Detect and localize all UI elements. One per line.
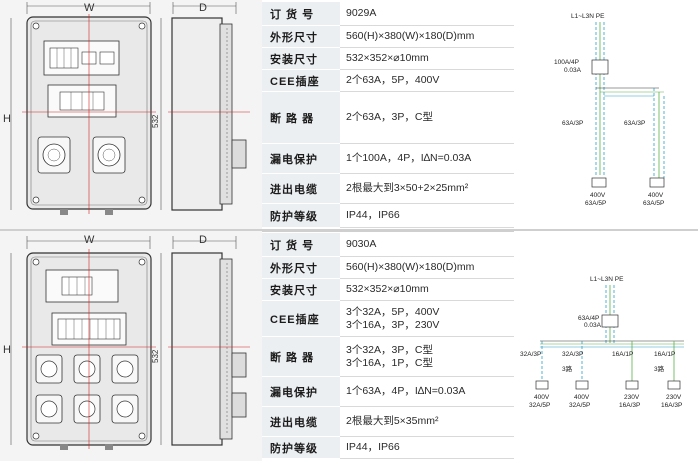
- breaker-label: 32A/3P: [562, 351, 583, 358]
- spec-label: 进出电缆: [262, 407, 340, 437]
- height-label: H: [3, 344, 11, 356]
- spec-row: 安装尺寸 532×352×⌀10mm: [262, 279, 514, 301]
- product-panel-9030a: W H: [0, 231, 698, 461]
- height-label: H: [3, 113, 11, 125]
- spec-label: 安装尺寸: [262, 279, 340, 301]
- spec-value: 560(H)×380(W)×180(D)mm: [340, 26, 514, 48]
- spec-row: 外形尺寸 560(H)×380(W)×180(D)mm: [262, 26, 514, 48]
- spec-row: 进出电缆 2根最大到3×50+2×25mm²: [262, 174, 514, 204]
- spec-label: 外形尺寸: [262, 257, 340, 279]
- spec-label: CEE插座: [262, 301, 340, 337]
- spec-row: 外形尺寸 560(H)×380(W)×180(D)mm: [262, 257, 514, 279]
- wiring-diagram: L1~L3N PE 63A/4P 0.03A 32A/3P 32A/3P 16A…: [514, 231, 698, 461]
- spec-label: 安装尺寸: [262, 48, 340, 70]
- spec-value: 2个63A，3P，C型: [340, 92, 514, 144]
- spec-label: 断 路 器: [262, 92, 340, 144]
- spec-row: 断 路 器 3个32A，3P，C型 3个16A，1P，C型: [262, 337, 514, 377]
- spec-value: IP44，IP66: [340, 204, 514, 228]
- output-rating: 63A/5P: [643, 200, 664, 207]
- technical-drawings: W H: [0, 231, 262, 461]
- spec-label: 订 货 号: [262, 2, 340, 26]
- spec-value: 532×352×⌀10mm: [340, 48, 514, 70]
- panel-divider: [0, 229, 698, 232]
- breaker-label: 63A/3P: [562, 120, 583, 127]
- group-note: 3路: [562, 364, 573, 373]
- enclosure-drawing: W H: [3, 2, 250, 215]
- output-rating: 32A/5P: [569, 402, 590, 409]
- supply-label: L1~L3N PE: [571, 13, 605, 20]
- mounting-dim-label: 532: [151, 349, 160, 363]
- width-label: W: [84, 234, 95, 246]
- spec-value: 9030A: [340, 233, 514, 257]
- breaker-label: 16A/1P: [654, 351, 675, 358]
- spec-row: 断 路 器 2个63A，3P，C型: [262, 92, 514, 144]
- wiring-diagram: L1~L3N PE 100A/4P 0.03A 63A/3P 63A/3P 40…: [514, 0, 698, 230]
- spec-row: 安装尺寸 532×352×⌀10mm: [262, 48, 514, 70]
- spec-label: 漏电保护: [262, 144, 340, 174]
- supply-label: L1~L3N PE: [590, 276, 624, 283]
- rcd-rating: 63A/4P: [578, 315, 599, 322]
- output-rating: 32A/5P: [529, 402, 550, 409]
- spec-value: 560(H)×380(W)×180(D)mm: [340, 257, 514, 279]
- rcd-sensitivity: 0.03A: [584, 322, 602, 329]
- output-voltage: 230V: [624, 394, 640, 401]
- product-panel-9029a: W H: [0, 0, 698, 230]
- spec-table: 订 货 号 9029A 外形尺寸 560(H)×380(W)×180(D)mm …: [262, 0, 514, 230]
- width-label: W: [84, 2, 95, 14]
- enclosure-drawing: W H: [3, 234, 250, 450]
- spec-value: 532×352×⌀10mm: [340, 279, 514, 301]
- mounting-dim-label: 532: [151, 114, 160, 128]
- spec-row: CEE插座 3个32A，5P，400V 3个16A，3P，230V: [262, 301, 514, 337]
- spec-value: 2个63A，5P，400V: [340, 70, 514, 92]
- circuit-schematic: L1~L3N PE 63A/4P 0.03A 32A/3P 32A/3P 16A…: [520, 276, 684, 409]
- output-rating: 16A/3P: [661, 402, 682, 409]
- output-rating: 63A/5P: [585, 200, 606, 207]
- spec-table: 订 货 号 9030A 外形尺寸 560(H)×380(W)×180(D)mm …: [262, 231, 514, 461]
- spec-row: 进出电缆 2根最大到5×35mm²: [262, 407, 514, 437]
- spec-value: IP44，IP66: [340, 437, 514, 459]
- spec-label: 防护等级: [262, 204, 340, 228]
- spec-row: 漏电保护 1个63A，4P，I∆N=0.03A: [262, 377, 514, 407]
- breaker-label: 16A/1P: [612, 351, 633, 358]
- rcd-rating: 100A/4P: [554, 59, 579, 66]
- technical-drawings: W H: [0, 0, 262, 230]
- breaker-label: 63A/3P: [624, 120, 645, 127]
- spec-value: 3个32A，5P，400V 3个16A，3P，230V: [340, 301, 514, 337]
- spec-row: 漏电保护 1个100A，4P，I∆N=0.03A: [262, 144, 514, 174]
- spec-label: 进出电缆: [262, 174, 340, 204]
- output-voltage: 400V: [574, 394, 590, 401]
- spec-value: 2根最大到5×35mm²: [340, 407, 514, 437]
- spec-row: CEE插座 2个63A，5P，400V: [262, 70, 514, 92]
- rcd-sensitivity: 0.03A: [564, 67, 582, 74]
- depth-label: D: [199, 2, 207, 14]
- output-rating: 16A/3P: [619, 402, 640, 409]
- spec-label: 外形尺寸: [262, 26, 340, 48]
- group-note: 3路: [654, 364, 665, 373]
- spec-row: 防护等级 IP44，IP66: [262, 437, 514, 459]
- breaker-label: 32A/3P: [520, 351, 541, 358]
- output-voltage: 400V: [648, 192, 664, 199]
- circuit-schematic: L1~L3N PE 100A/4P 0.03A 63A/3P 63A/3P 40…: [554, 13, 665, 207]
- spec-value: 1个100A，4P，I∆N=0.03A: [340, 144, 514, 174]
- spec-row: 订 货 号 9029A: [262, 2, 514, 26]
- output-voltage: 400V: [590, 192, 606, 199]
- depth-label: D: [199, 234, 207, 246]
- spec-label: CEE插座: [262, 70, 340, 92]
- spec-row: 订 货 号 9030A: [262, 233, 514, 257]
- spec-value: 1个63A，4P，I∆N=0.03A: [340, 377, 514, 407]
- spec-label: 漏电保护: [262, 377, 340, 407]
- spec-value: 3个32A，3P，C型 3个16A，1P，C型: [340, 337, 514, 377]
- spec-row: 防护等级 IP44，IP66: [262, 204, 514, 228]
- spec-label: 断 路 器: [262, 337, 340, 377]
- output-voltage: 400V: [534, 394, 550, 401]
- spec-label: 订 货 号: [262, 233, 340, 257]
- spec-value: 9029A: [340, 2, 514, 26]
- output-voltage: 230V: [666, 394, 682, 401]
- spec-value: 2根最大到3×50+2×25mm²: [340, 174, 514, 204]
- spec-label: 防护等级: [262, 437, 340, 459]
